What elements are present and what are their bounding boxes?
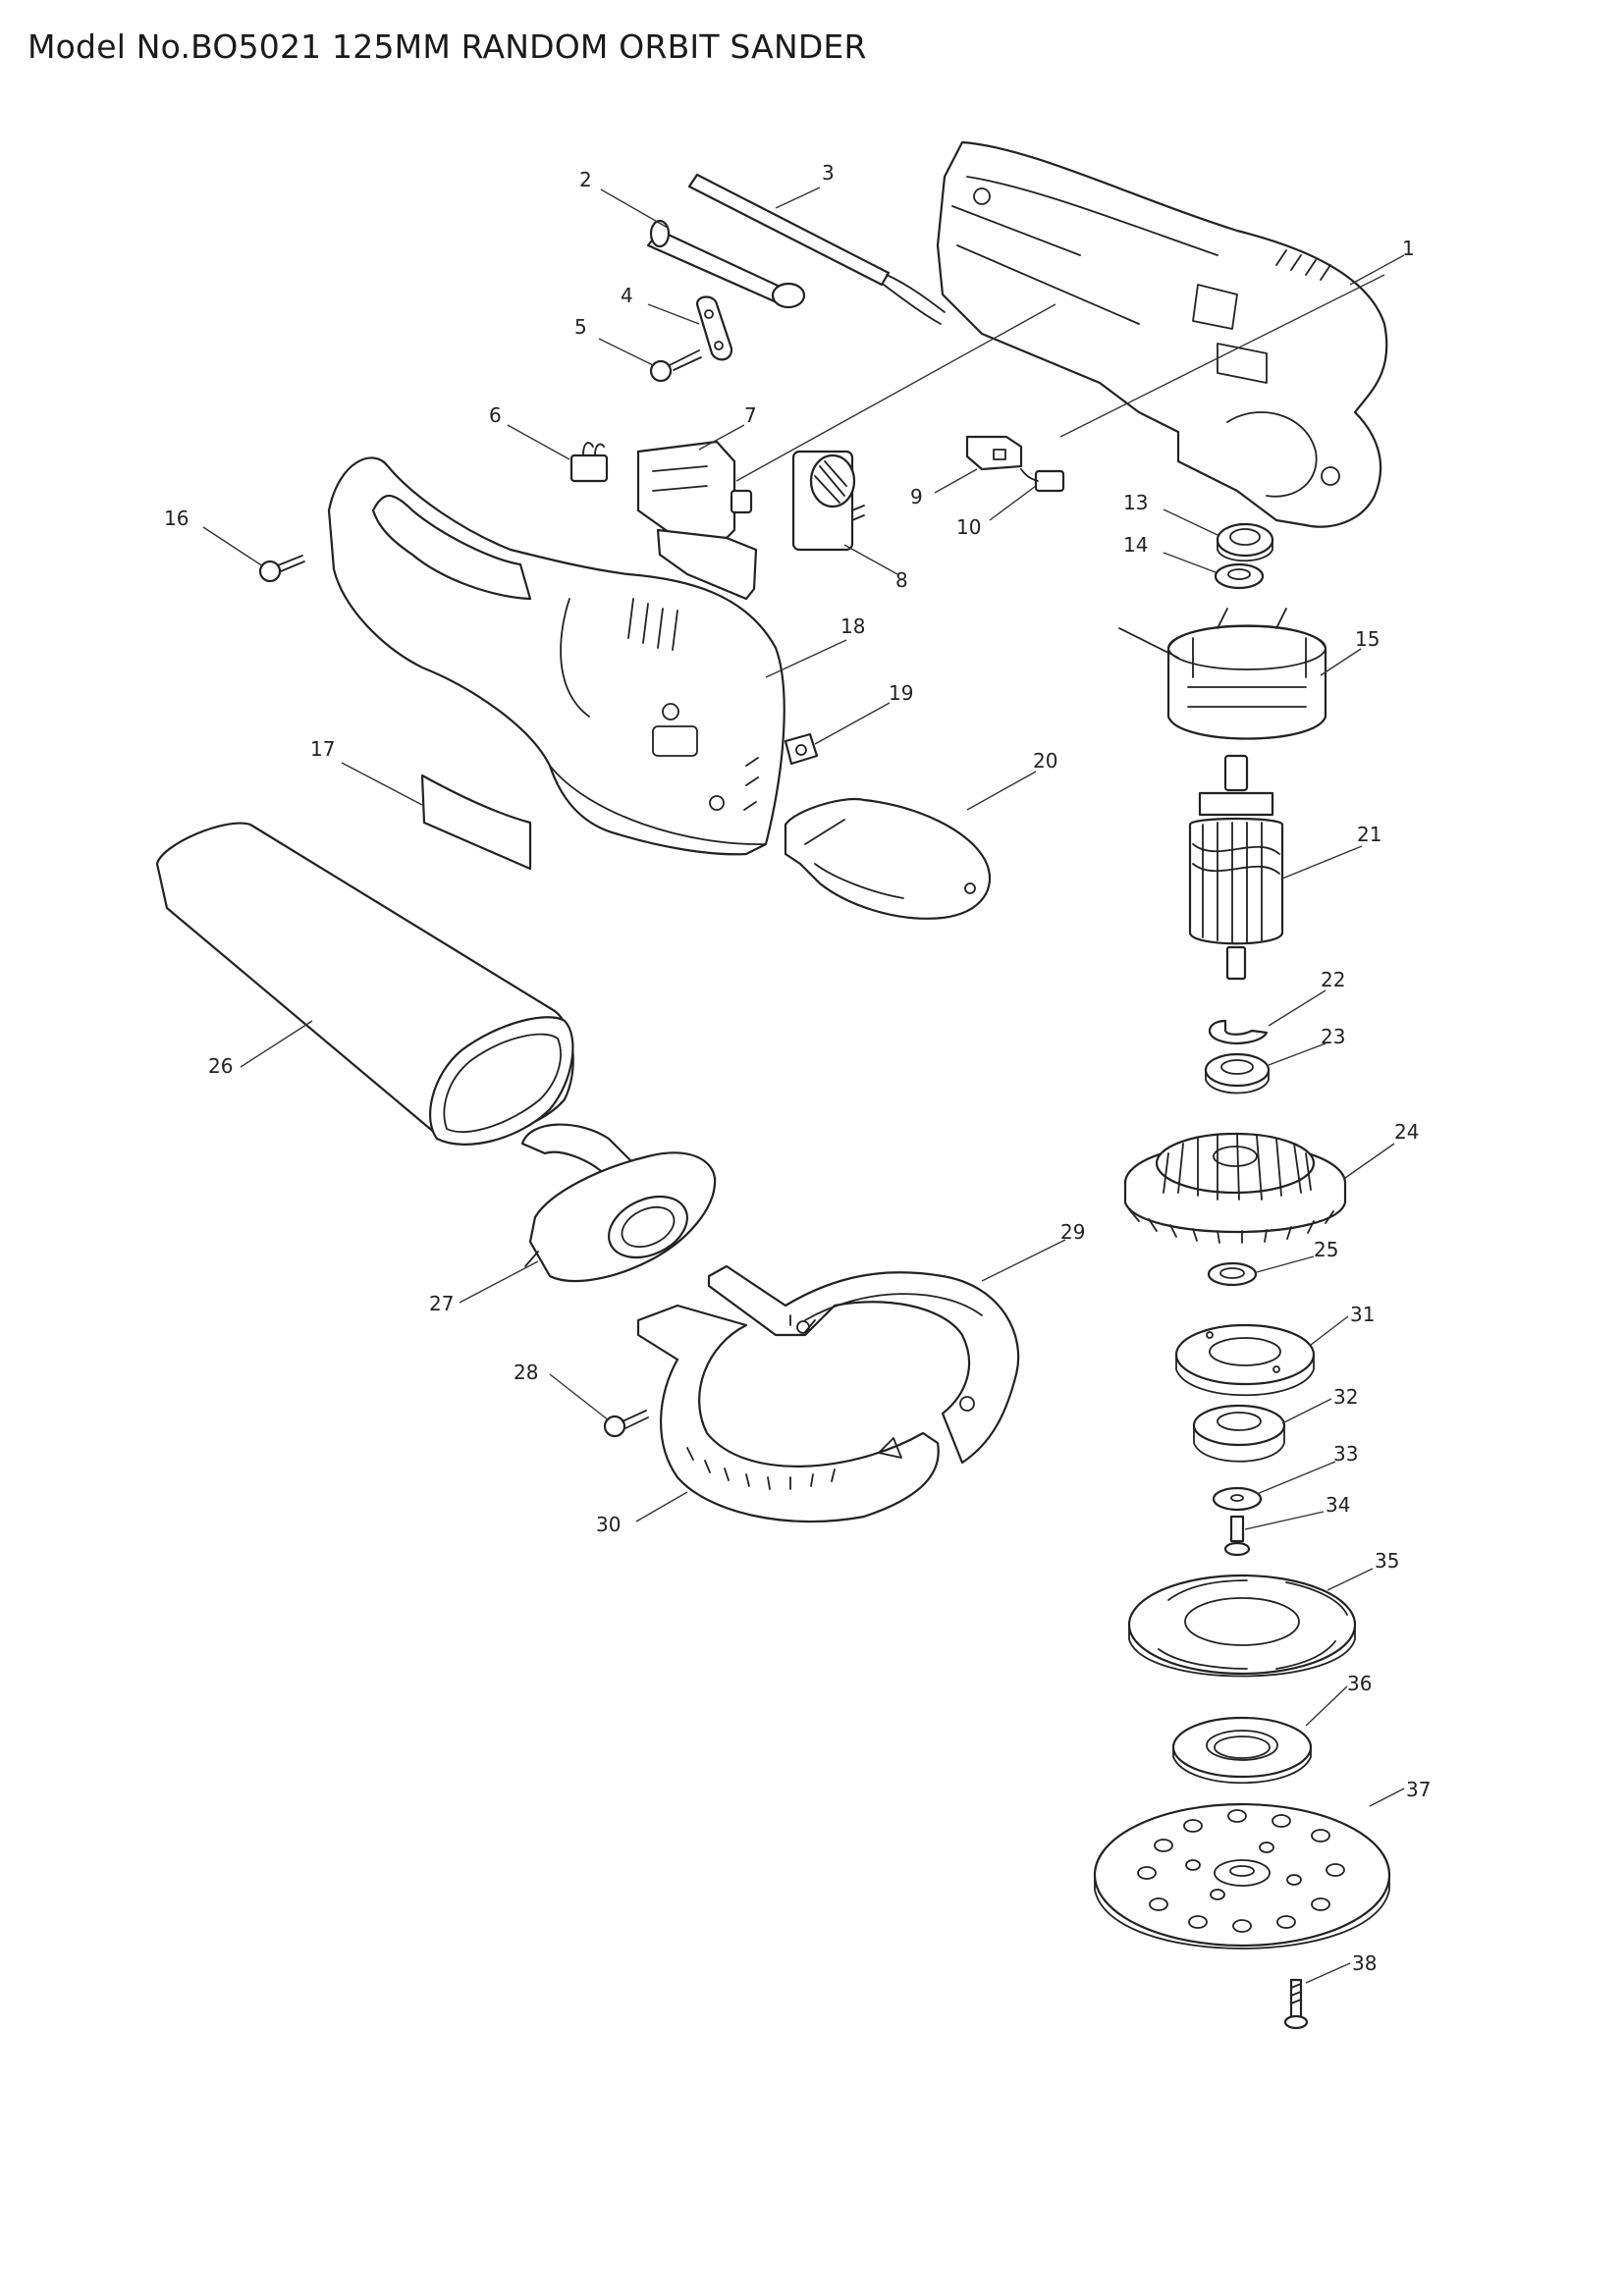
brush-holder-part-9[interactable] (965, 435, 1023, 471)
pad-cover-part-29[interactable] (707, 1264, 1020, 1465)
handle-housing-part-18[interactable] (327, 456, 785, 856)
callout-16: 16 (164, 507, 189, 530)
rear-cover-part-20[interactable] (784, 797, 992, 920)
callout-23: 23 (1321, 1025, 1345, 1048)
callout-31: 31 (1350, 1303, 1375, 1326)
backing-ring-part-35[interactable] (1127, 1574, 1357, 1678)
bearing-retainer-part-14[interactable] (1214, 562, 1265, 590)
pad-cover-part-30[interactable] (636, 1304, 940, 1523)
callout-10: 10 (956, 515, 981, 539)
callout-15: 15 (1355, 627, 1380, 651)
callout-7: 7 (744, 403, 757, 427)
ball-bearing-part-23[interactable] (1204, 1052, 1271, 1095)
callout-6: 6 (489, 403, 502, 427)
name-plate-part-17[interactable] (420, 774, 532, 871)
fan-part-24[interactable] (1123, 1132, 1347, 1244)
leader-lines (202, 187, 1405, 1984)
callout-37: 37 (1406, 1778, 1431, 1801)
callout-21: 21 (1357, 823, 1381, 846)
speed-controller-part-8[interactable] (791, 450, 865, 552)
callout-13: 13 (1123, 491, 1148, 514)
armature-part-21[interactable] (1188, 754, 1284, 981)
stator-plate-part-31[interactable] (1174, 1323, 1316, 1397)
noise-suppressor-part-6[interactable] (569, 442, 609, 483)
cord-rod-part-3[interactable] (687, 173, 946, 325)
cord-clamp-part-4[interactable] (695, 295, 733, 361)
callout-1: 1 (1402, 237, 1415, 260)
callout-18: 18 (840, 614, 865, 638)
block-part-19[interactable] (784, 732, 819, 766)
callout-4: 4 (621, 284, 633, 307)
switch-part-7[interactable] (636, 440, 758, 601)
callout-29: 29 (1060, 1220, 1085, 1244)
callout-38: 38 (1352, 1951, 1377, 1975)
ball-bearing-part-32[interactable] (1192, 1404, 1286, 1463)
page-title: Model No.BO5021 125MM RANDOM ORBIT SANDE… (27, 27, 867, 66)
callout-25: 25 (1314, 1238, 1338, 1261)
seal-part-36[interactable] (1171, 1716, 1313, 1785)
callout-34: 34 (1326, 1493, 1350, 1517)
bolt-part-34[interactable] (1223, 1515, 1251, 1557)
field-stator-part-15[interactable] (1118, 608, 1327, 740)
callout-30: 30 (596, 1513, 621, 1536)
callout-22: 22 (1321, 968, 1345, 991)
callout-14: 14 (1123, 533, 1148, 557)
callout-26: 26 (208, 1054, 233, 1078)
callout-2: 2 (579, 168, 592, 191)
callout-36: 36 (1347, 1672, 1372, 1695)
motor-housing-part-1[interactable] (936, 140, 1388, 528)
callout-33: 33 (1333, 1442, 1358, 1466)
washer-part-33[interactable] (1212, 1486, 1263, 1512)
dust-cap-part-27[interactable] (520, 1123, 717, 1283)
callout-27: 27 (429, 1292, 454, 1315)
callout-8: 8 (895, 568, 908, 592)
callout-19: 19 (889, 681, 913, 705)
washer-part-25[interactable] (1207, 1261, 1258, 1287)
callout-17: 17 (310, 737, 335, 761)
screw-part-28[interactable] (603, 1410, 649, 1438)
callout-3: 3 (822, 161, 835, 185)
callout-5: 5 (574, 315, 587, 339)
screw-part-16[interactable] (258, 555, 305, 583)
hose-tube-part-2[interactable] (646, 219, 806, 309)
screw-part-5[interactable] (649, 349, 702, 383)
ball-bearing-part-13[interactable] (1216, 522, 1274, 562)
screw-part-38[interactable] (1283, 1978, 1309, 2030)
sanding-pad-part-37[interactable] (1093, 1802, 1391, 1949)
carbon-brush-part-10[interactable] (1020, 468, 1065, 493)
callout-35: 35 (1375, 1549, 1399, 1573)
callout-20: 20 (1033, 749, 1057, 773)
callout-28: 28 (514, 1361, 538, 1384)
callout-9: 9 (910, 485, 923, 508)
retaining-ring-part-22[interactable] (1209, 1019, 1269, 1044)
callout-24: 24 (1394, 1120, 1419, 1144)
callout-labels: 1 2 3 4 5 6 7 8 9 10 13 14 15 16 17 18 1… (164, 161, 1431, 1975)
dust-tube-part-26[interactable] (155, 822, 574, 1146)
callout-32: 32 (1333, 1385, 1358, 1409)
